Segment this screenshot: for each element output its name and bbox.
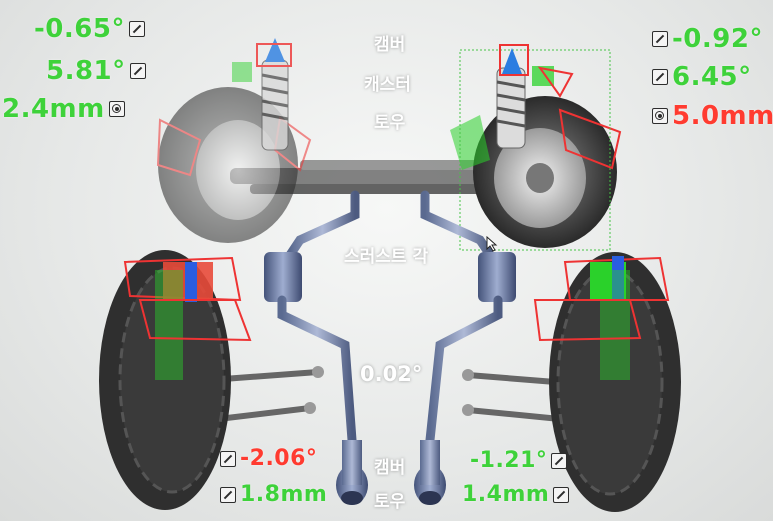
front-camber-label: 캠버 (374, 35, 406, 55)
rear-toe-label: 토우 (374, 492, 406, 512)
rear-right-toe-value: 1.4mm (462, 482, 550, 507)
rear-left-camber-reading: -2.06° (220, 446, 317, 472)
angle-slash-icon (553, 487, 570, 503)
front-left-strut (232, 38, 292, 151)
rear-right-toe-reading: 1.4mm (462, 482, 570, 508)
rear-camber-label: 캠버 (374, 458, 406, 478)
angle-slash-icon (652, 69, 668, 85)
target-icon (108, 101, 125, 117)
angle-slash-icon (652, 31, 668, 47)
front-left-camber-value: -0.65° (34, 14, 125, 44)
angle-slash-icon (220, 451, 236, 467)
front-right-camber-value: -0.92° (672, 24, 763, 54)
front-left-toe-reading: 2.4mm (2, 94, 125, 124)
rear-left-wheel (99, 250, 252, 510)
front-left-toe-value: 2.4mm (2, 94, 105, 124)
rear-left-camber-value: -2.06° (240, 446, 318, 471)
front-left-caster-value: 5.81° (46, 56, 126, 86)
front-right-caster-value: 6.45° (672, 62, 752, 92)
rear-right-wheel (533, 252, 681, 512)
rear-left-toe-reading: 1.8mm (220, 482, 327, 508)
angle-slash-icon (128, 21, 145, 37)
front-left-camber-reading: -0.65° (34, 14, 145, 44)
angle-slash-icon (551, 453, 568, 469)
thrust-angle-label: 스러스트 각 (344, 247, 429, 267)
front-caster-label: 캐스터 (364, 75, 411, 95)
target-icon (652, 108, 668, 124)
mouse-cursor-icon (486, 236, 498, 252)
rear-right-camber-value: -1.21° (470, 448, 548, 473)
front-right-strut (496, 44, 574, 149)
exhaust-system (264, 190, 516, 505)
rear-left-toe-value: 1.8mm (240, 482, 328, 507)
angle-slash-icon (129, 63, 146, 79)
rear-right-camber-reading: -1.21° (470, 448, 568, 474)
front-right-camber-reading: -0.92° (652, 24, 763, 54)
front-right-caster-reading: 6.45° (652, 62, 752, 92)
front-toe-label: 토우 (374, 113, 406, 133)
angle-slash-icon (220, 487, 236, 503)
front-right-toe-value: 5.0mm (672, 101, 773, 131)
thrust-angle-value: 0.02° (360, 362, 423, 386)
front-left-caster-reading: 5.81° (46, 56, 146, 86)
front-right-toe-reading: 5.0mm (652, 101, 773, 131)
